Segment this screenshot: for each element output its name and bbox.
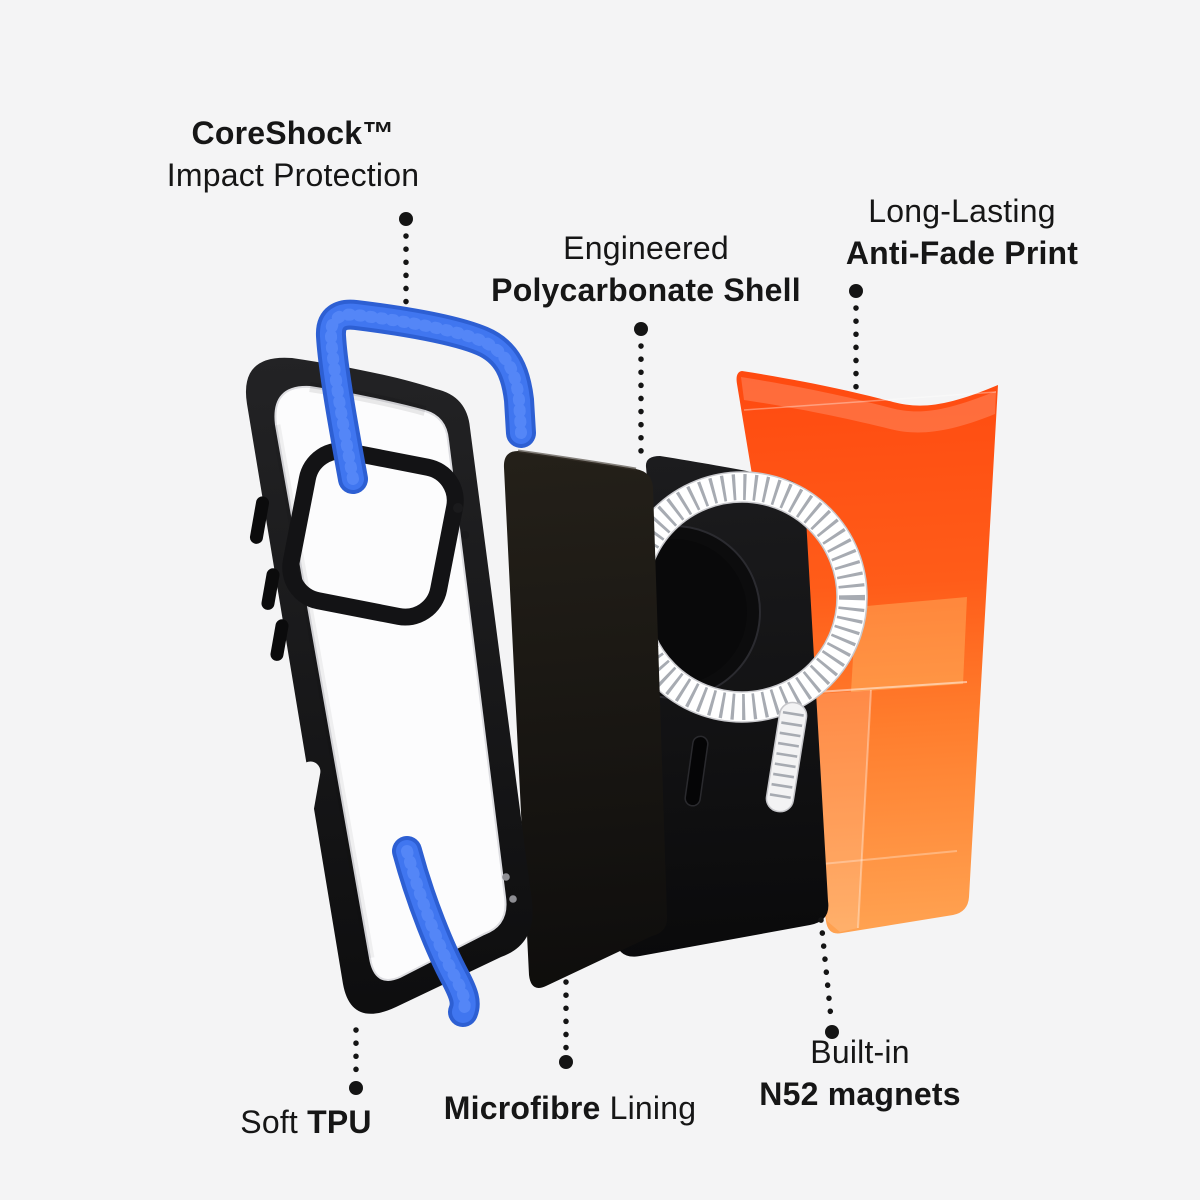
- action-button: [249, 496, 270, 544]
- callout-microfibre-bold: Microfibre: [443, 1090, 601, 1126]
- callout-magnets-line2: N52 magnets: [759, 1076, 961, 1113]
- connector-dot-tpu: [349, 1081, 363, 1095]
- callout-coreshock: CoreShock™ Impact Protection: [167, 112, 419, 196]
- microfibre-lining-layer: [503, 449, 668, 988]
- bumper-case: [245, 357, 533, 1014]
- callout-anti-fade-print: Long-Lasting Anti-Fade Print: [846, 190, 1078, 274]
- camera-mic-hole: [453, 503, 463, 513]
- lanyard-hole: [502, 873, 510, 881]
- connector-dot-shell: [634, 322, 648, 336]
- callout-antifade-line2: Anti-Fade Print: [845, 235, 1079, 272]
- connector-dot-coreshock: [399, 212, 413, 226]
- callout-tpu-bold: TPU: [307, 1104, 372, 1140]
- volume-up-button: [261, 568, 280, 610]
- callout-magnets-line1: Built-in: [810, 1034, 910, 1070]
- connector-dot-microfibre: [559, 1055, 573, 1069]
- callout-n52-magnets: Built-in N52 magnets: [759, 1031, 960, 1115]
- camera-bracket: [282, 442, 464, 626]
- callout-shell-line2: Polycarbonate Shell: [491, 272, 801, 309]
- alignment-magnet-bar: [765, 701, 808, 813]
- print-panel-light: [851, 597, 967, 692]
- callout-microfibre-lining: Microfibre Lining: [444, 1087, 696, 1129]
- callout-polycarbonate-shell: Engineered Polycarbonate Shell: [491, 227, 801, 311]
- callout-tpu-regular: Soft: [240, 1104, 299, 1140]
- print-top-highlight: [741, 377, 996, 433]
- alignment-slot: [684, 735, 709, 807]
- callout-coreshock-title: CoreShock™: [191, 115, 395, 151]
- callout-shell-line1: Engineered: [563, 230, 729, 266]
- volume-down-button: [270, 619, 289, 661]
- connector-dot-antifade: [849, 284, 863, 298]
- callout-soft-tpu: Soft TPU: [240, 1101, 371, 1143]
- port-slot: [289, 761, 321, 843]
- callout-microfibre-regular: Lining: [609, 1090, 697, 1126]
- coreshock-tpu-corners: [316, 299, 536, 1027]
- connector-dot-magnets: [825, 1025, 839, 1039]
- callout-antifade-line1: Long-Lasting: [868, 193, 1056, 229]
- callout-connectors: [349, 212, 863, 1095]
- callout-coreshock-subtitle: Impact Protection: [166, 157, 420, 194]
